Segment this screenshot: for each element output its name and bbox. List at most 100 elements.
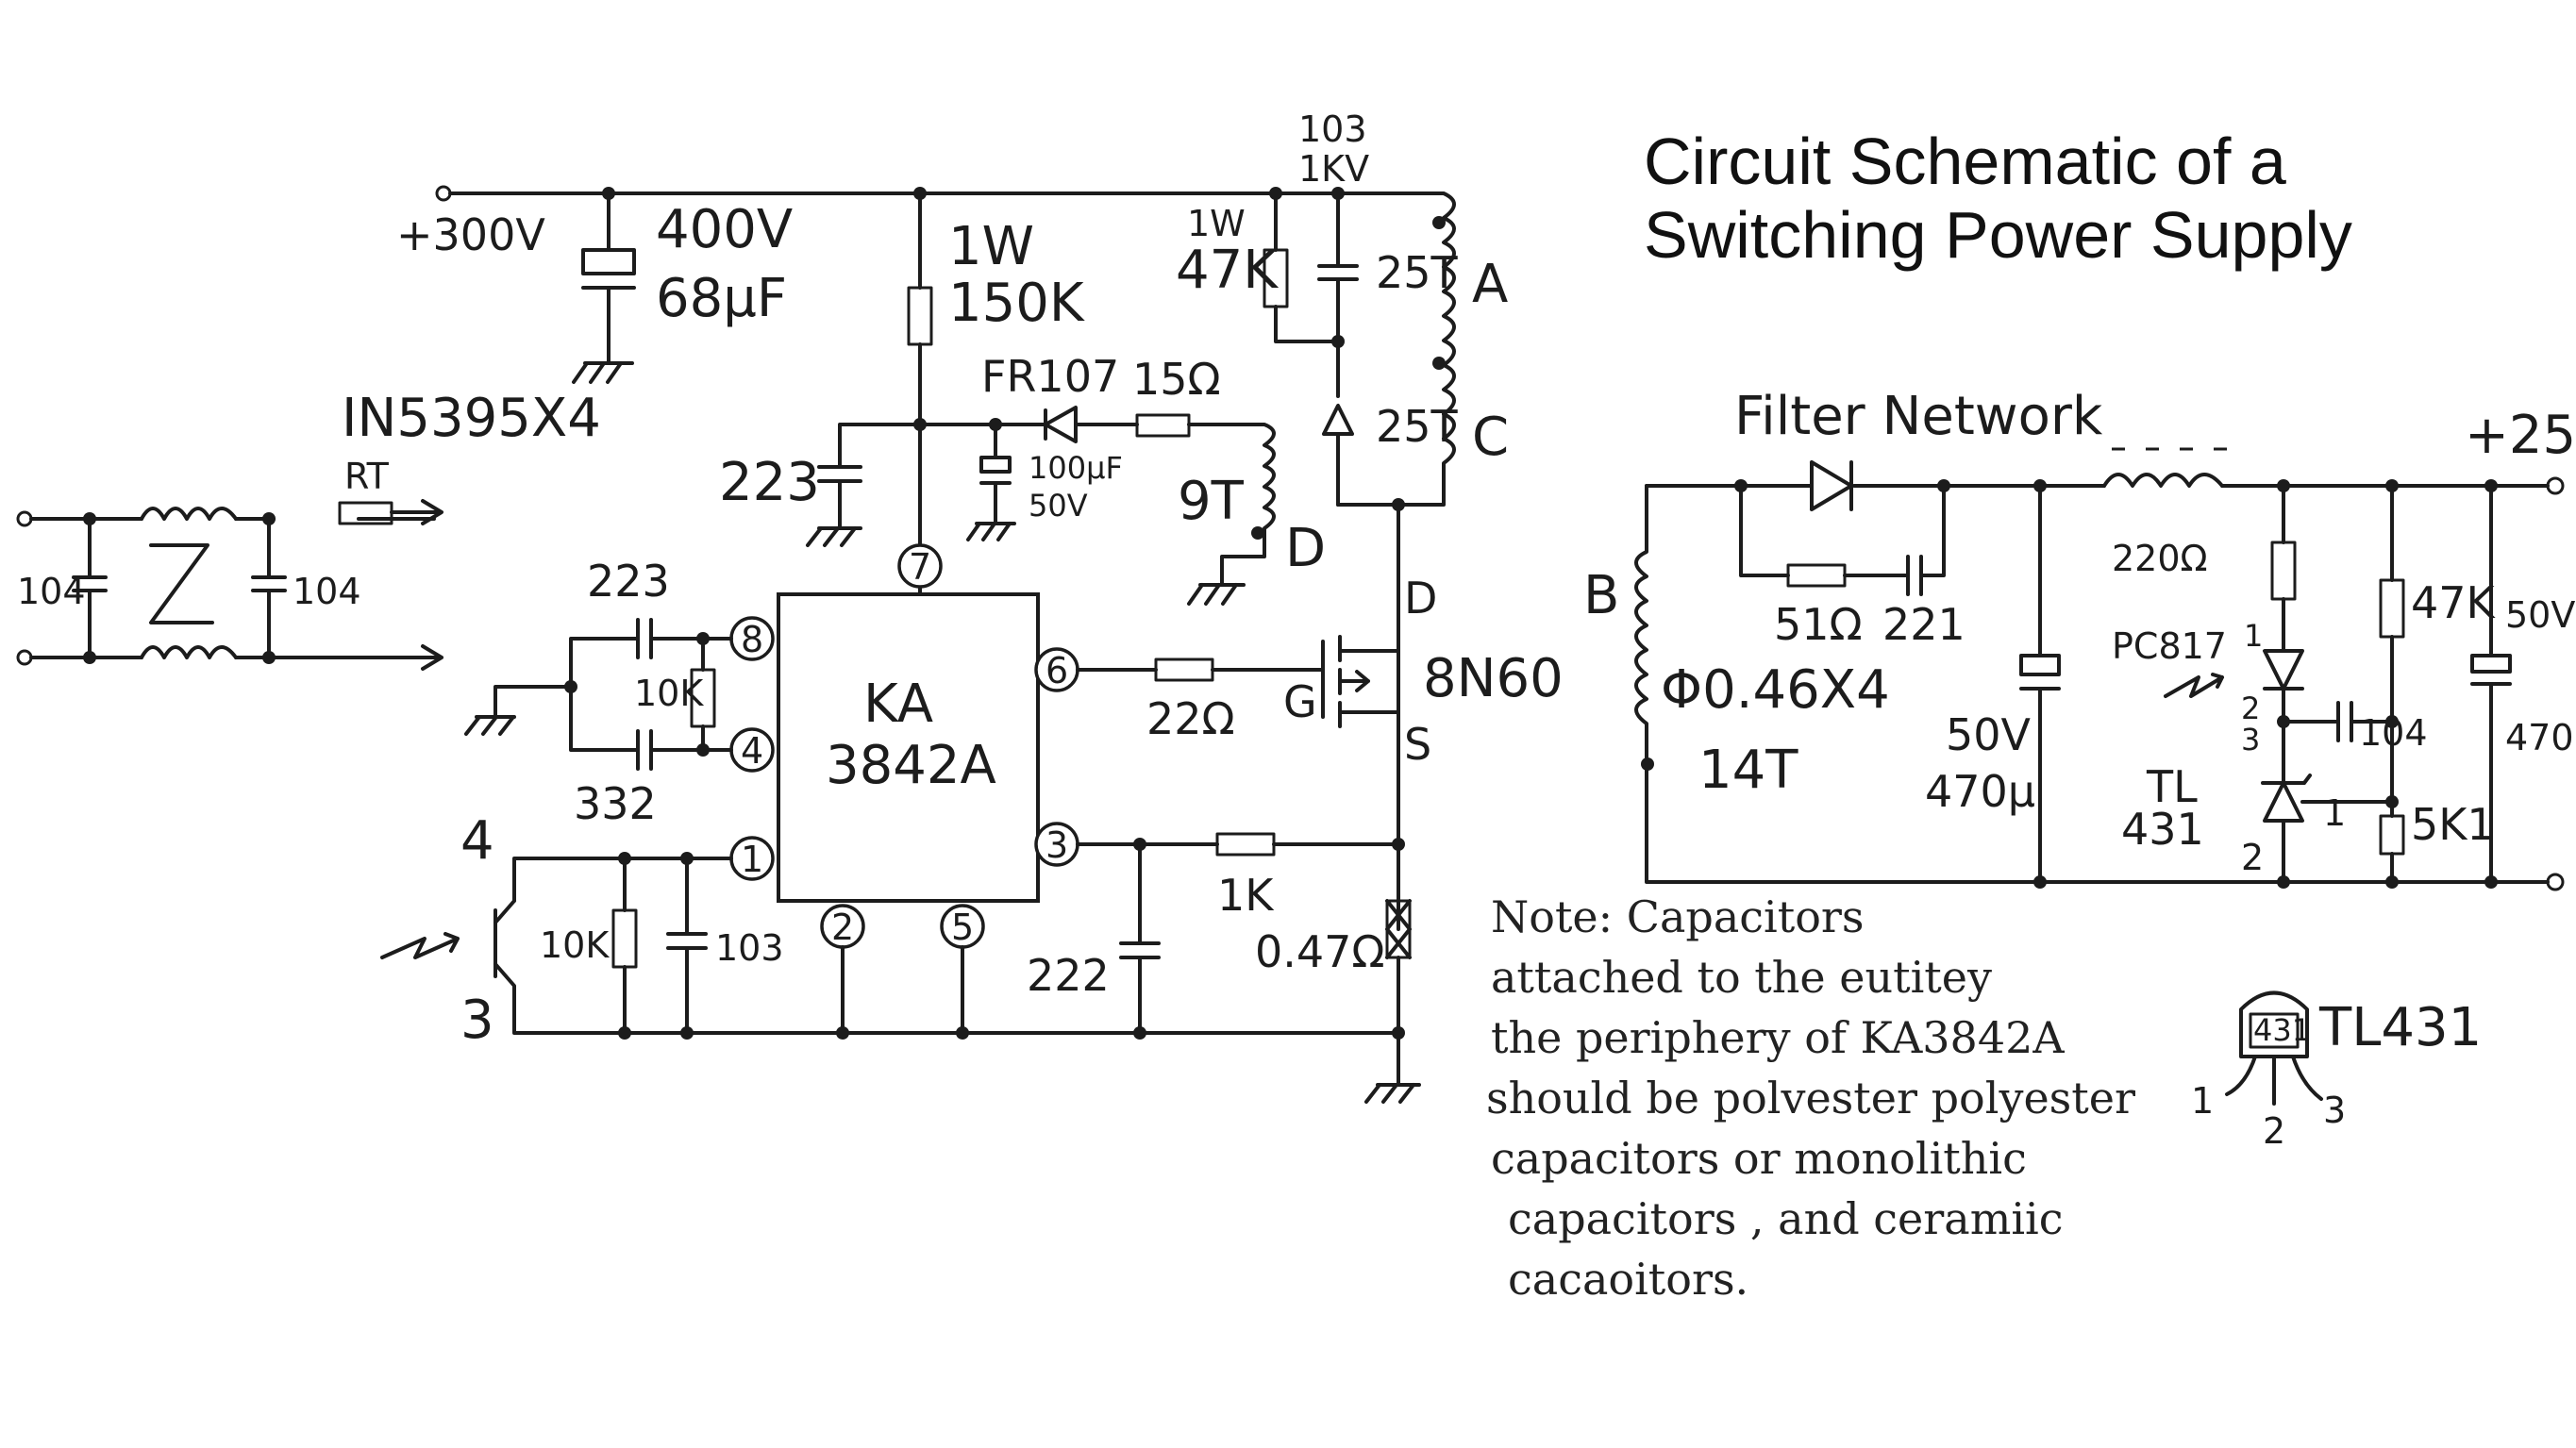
startup-resistor-value: 150K: [948, 273, 1085, 334]
snubber-resistor-value: 47K: [1176, 240, 1279, 301]
winding-a-turns: 25T: [1376, 247, 1459, 298]
divider-resistor-47k: [2379, 578, 2405, 639]
led-resistor-label: 220Ω: [2112, 538, 2208, 579]
aux-resistor-15: [1135, 413, 1191, 438]
title-line-2: Switching Power Supply: [1644, 198, 2352, 272]
out-cap-value: 470μ: [2505, 717, 2576, 758]
pin-1-label: 1: [741, 839, 763, 880]
tl431-package-label: TL431: [2318, 997, 2482, 1058]
x-cap-right-label: 104: [293, 571, 361, 612]
tl431-shunt-regulator: [2261, 774, 2312, 884]
tl431-pin2-label: 2: [2241, 837, 2264, 878]
junction: [956, 1026, 969, 1040]
bridge-rectifier-label: IN5395X4: [342, 388, 601, 449]
snubber-resistor-power: 1W: [1187, 203, 1246, 244]
optocoupler-led: [2263, 649, 2304, 785]
gate-resistor-label: 22Ω: [1146, 693, 1235, 744]
winding-a-tag: A: [1472, 254, 1508, 315]
ground-symbol: [806, 526, 862, 547]
pin-2-label: 2: [831, 907, 854, 948]
pin-5-label: 5: [951, 907, 974, 948]
startup-resistor-power: 1W: [948, 216, 1034, 277]
snubber-cap-voltage: 1KV: [1298, 148, 1369, 190]
junction: [1331, 335, 1345, 348]
mosfet-gate-label: G: [1283, 676, 1317, 727]
feedback-resistor-label: 10K: [540, 924, 610, 966]
junction: [836, 1026, 849, 1040]
output-voltage-label: +25: [2465, 405, 2576, 466]
ac-input-terminal-bottom: [16, 649, 33, 666]
bulk-capacitor: [581, 191, 636, 365]
primary-winding: [1336, 191, 1456, 507]
pin-7-label: 7: [909, 546, 931, 588]
timing-ground: [464, 685, 573, 736]
aux-winding-tag: D: [1285, 518, 1326, 579]
main-cap-voltage: 50V: [1946, 709, 2032, 760]
snubber-resistor-wire: [1274, 191, 1340, 343]
chip-name-line2: 3842A: [826, 735, 996, 796]
ka3842a-controller: KA 3842A 7 8 4 6 3 1 2 5: [729, 543, 1079, 949]
winding-dot-c: [1432, 357, 1446, 370]
junction: [2033, 875, 2047, 889]
snubber-resistor-51: [1786, 563, 1847, 588]
note-line-2: attached to the eutitey: [1491, 952, 1992, 1003]
pin-8-label: 8: [741, 619, 763, 660]
junction: [2484, 875, 2498, 889]
high-voltage-bus: +300V 400V 68μF: [396, 185, 1347, 384]
note-line-4: should be polvester polyester: [1486, 1073, 2135, 1123]
aux-winding-turns: 9T: [1178, 471, 1245, 532]
emi-filter: 104 104 IN5395X4 RT: [16, 388, 601, 671]
mosfet-stage: G D S 8N60 22Ω 1K 222 0.47Ω: [1027, 573, 1564, 1104]
tl431-leads: [2225, 1055, 2323, 1106]
chip-name-line1: KA: [863, 674, 933, 735]
title-line-1: Circuit Schematic of a: [1644, 125, 2286, 198]
tl431-body: [2239, 990, 2309, 1058]
bulk-cap-voltage: 400V: [656, 199, 793, 260]
aux-diode-fr107: [1044, 406, 1139, 443]
out-cap-voltage: 50V: [2505, 594, 2575, 636]
aux-cap-value: 100μF: [1029, 450, 1123, 486]
mosfet-source-label: S: [1404, 719, 1431, 770]
feedback-cap-label: 103: [715, 927, 784, 969]
tl431-pin1-label: 1: [2323, 792, 2346, 834]
junction: [1392, 1026, 1405, 1040]
junction: [2385, 715, 2399, 728]
input-output-arrow: [413, 644, 443, 671]
main-cap-value: 470μ: [1925, 766, 2035, 817]
snubber-capacitor-103: [1317, 191, 1359, 398]
note-line-3: the periphery of KA3842A: [1491, 1012, 2065, 1063]
secondary-tag: B: [1583, 565, 1619, 626]
pin-7: [897, 543, 943, 589]
junction: [1133, 1026, 1146, 1040]
tl431-line2: 431: [2121, 804, 2204, 855]
mosfet-drain-label: D: [1404, 573, 1437, 624]
sense-resistor-label: 0.47Ω: [1255, 926, 1385, 977]
filter-heading: Filter Network: [1734, 386, 2103, 447]
feedback-resistor-10k: [611, 908, 638, 969]
x-cap-left-label: 104: [17, 571, 86, 612]
timing-cap-bottom-label: 332: [574, 778, 657, 829]
bus-terminal: [435, 185, 452, 202]
opto-pin-3: 3: [460, 990, 494, 1051]
secondary-winding: [1634, 484, 2550, 884]
junction: [1392, 498, 1405, 511]
thermistor-output-arrow: [390, 499, 443, 525]
output-inductor: [2102, 473, 2224, 488]
opto-pin-4: 4: [460, 810, 494, 872]
aux-winding: [1187, 423, 1276, 587]
timing-resistor-10k: [690, 668, 716, 728]
secondary-turns: 14T: [1698, 740, 1798, 801]
note-line-6: capacitors , and ceramiic: [1508, 1193, 2064, 1244]
winding-c-tag: C: [1472, 407, 1509, 468]
ground-symbol: [1187, 583, 1246, 606]
divider-bottom-label: 5K1: [2411, 799, 2495, 850]
divider-top-label: 47K: [2411, 577, 2497, 628]
optotransistor-light-arrows: [380, 932, 460, 959]
tl431-line1: TL: [2146, 761, 2198, 812]
junction: [262, 512, 276, 525]
tl431-lead-3: 3: [2323, 1090, 2346, 1131]
ka3842a-chip: [777, 592, 1040, 903]
startup-resistor: [907, 286, 933, 346]
feedback-wires: [493, 857, 1400, 1035]
output-terminal-negative: [2546, 873, 2565, 891]
